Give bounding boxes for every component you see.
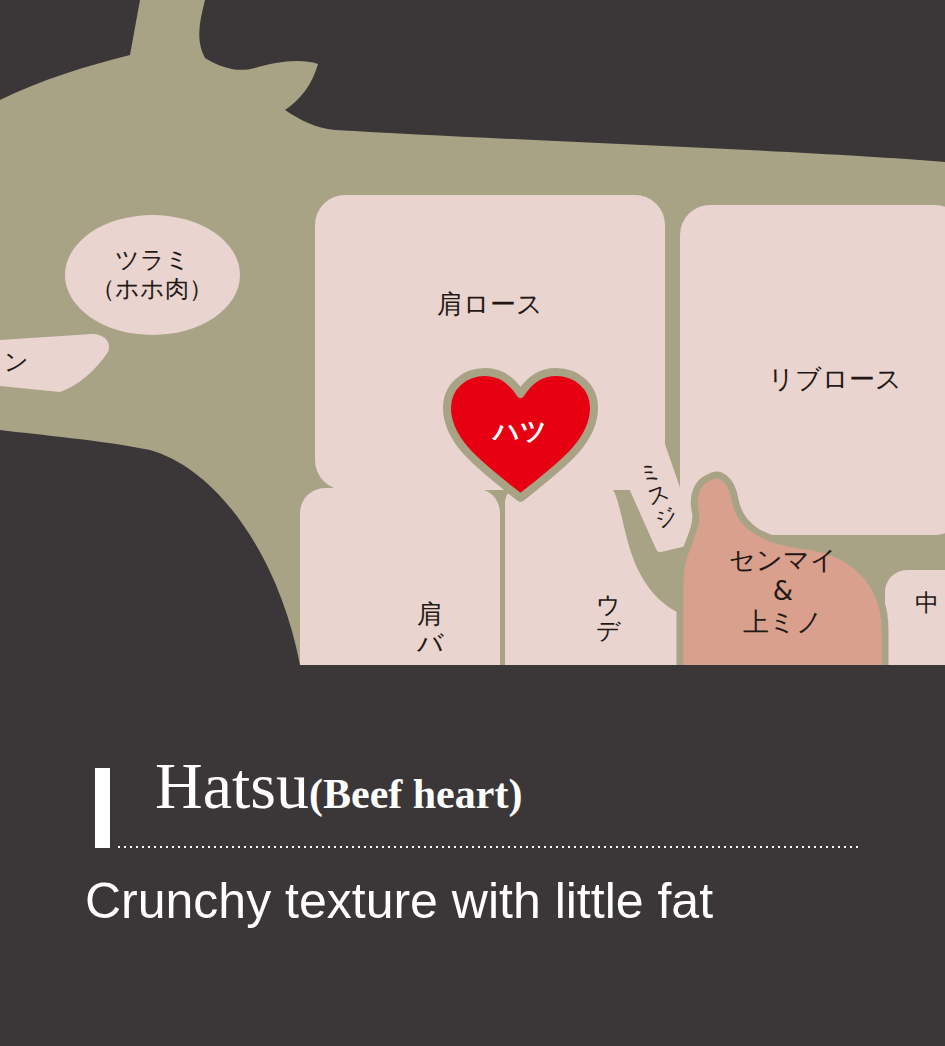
cut-box: 肩バ [300,488,500,665]
caption-panel [0,665,945,1046]
subtitle-text: (Beef heart) [309,770,522,818]
shape-path [505,488,690,665]
part-name: センマイ & 上ミノ [718,545,848,639]
title-row: Hatsu(Beef heart) [155,748,522,824]
part-name: 肩ロース [437,289,543,320]
shape-path [0,334,109,392]
cut-shape: ミスジ [612,440,697,550]
figure-area: ツラミ （ホホ肉） ン 肩ロースハツ リブロースミスジセンマイ & 上ミノ肩バ ウデ 中 [0,0,945,665]
part-name: 中 [915,590,939,616]
stomach-shape: センマイ & 上ミノ [680,470,885,665]
title-text: Hatsu [155,748,309,824]
shape-path [447,372,594,498]
part-name: ツラミ （ホホ肉） [82,246,222,304]
shape-path [680,475,885,665]
cut-shape: ン [0,328,112,396]
shape-path [618,442,694,548]
cut-box: 中 [885,570,945,665]
dotted-rule [118,846,858,848]
title-bar [95,768,110,848]
caption-text: Crunchy texture with little fat [85,872,713,930]
cut-oval: ツラミ （ホホ肉） [65,215,240,335]
heart-shape: ハツ [443,368,598,503]
part-name: ン [4,348,29,377]
part-name: ウデ [596,592,620,645]
part-name: ハツ [493,416,547,447]
part-name: リブロース [768,364,902,395]
part-name: 肩バ [417,600,443,657]
